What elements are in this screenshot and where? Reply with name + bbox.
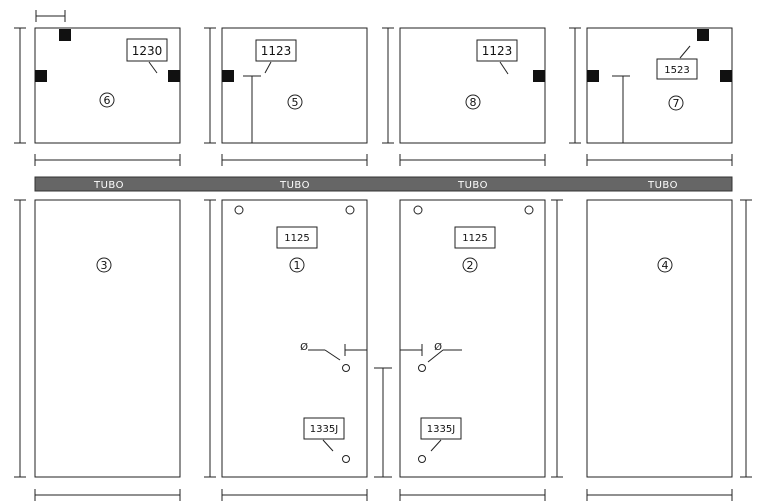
panel-number: 7 (673, 97, 680, 110)
code-label-box (476, 39, 518, 62)
panel-number-circle (657, 257, 673, 273)
panel-7: 1523 7 (586, 27, 733, 144)
panel-8: 1123 8 (399, 27, 546, 144)
panel-number: 2 (467, 259, 474, 272)
hinge-left-marker (587, 70, 599, 82)
hinge-left-marker (35, 70, 47, 82)
mount-hole (345, 205, 355, 215)
mount-hole (524, 205, 534, 215)
hinge-right-marker (168, 70, 180, 82)
code-label: 1123 (482, 44, 513, 58)
leader-line (264, 61, 272, 74)
bottom-row-dimensions (14, 199, 752, 501)
code-label-box (656, 58, 698, 80)
leader-line (499, 61, 509, 75)
panel-5: 1123 5 (221, 27, 368, 144)
tubo-label: TUBO (647, 180, 678, 191)
mount-hole (234, 205, 244, 215)
panel-number-circle (287, 94, 303, 110)
panel-1: 1125 1 Ø 1335J (221, 199, 368, 478)
panel-3-outline (34, 199, 181, 478)
panel-6: 1230 6 (34, 27, 181, 144)
panel-number-circle (99, 92, 115, 108)
top-row-dimensions (14, 10, 733, 166)
code-label: 1123 (261, 44, 292, 58)
code-label-box (420, 417, 462, 440)
code-label: 1125 (284, 233, 309, 244)
leader-line (324, 349, 341, 361)
code-label-box (303, 417, 345, 440)
code-label: 1523 (664, 65, 689, 76)
leader-line (430, 439, 442, 452)
panel-number: 1 (294, 259, 301, 272)
code-label: 1335J (427, 424, 455, 435)
panel-7-outline (586, 27, 733, 144)
panel-8-outline (399, 27, 546, 144)
panel-number-circle (668, 95, 684, 111)
drill-hole (418, 455, 426, 463)
hinge-top-marker (59, 29, 71, 41)
tubo-label: TUBO (93, 180, 124, 191)
leader-line (148, 61, 158, 74)
panel-number: 4 (662, 259, 669, 272)
panel-number-circle (289, 257, 305, 273)
mount-hole (413, 205, 423, 215)
panel-number-circle (96, 257, 112, 273)
diameter-symbol: Ø (434, 341, 442, 353)
hinge-top-marker (697, 29, 709, 41)
diameter-symbol: Ø (300, 341, 308, 353)
panel-number: 3 (101, 259, 108, 272)
tubo-rail (34, 176, 733, 192)
code-label-box (276, 226, 318, 249)
tubo-bar: TUBO TUBO TUBO TUBO (34, 176, 733, 192)
code-label: 1125 (462, 233, 487, 244)
code-label: 1335J (310, 424, 338, 435)
leader-line (679, 45, 691, 59)
code-label-box (454, 226, 496, 249)
hinge-left-marker (222, 70, 234, 82)
drill-hole (418, 364, 426, 372)
panel-number: 5 (292, 96, 299, 109)
panel-number-circle (462, 257, 478, 273)
panel-4-outline (586, 199, 733, 478)
leader-line (427, 349, 444, 363)
hinge-right-marker (720, 70, 732, 82)
tubo-label: TUBO (457, 180, 488, 191)
panel-3: 3 (34, 199, 181, 478)
panel-2: 1125 2 Ø 1335J (399, 199, 546, 478)
panel-number: 6 (104, 94, 111, 107)
leader-line (322, 439, 334, 452)
panel-number-circle (465, 94, 481, 110)
drill-hole (342, 455, 350, 463)
panel-number: 8 (470, 96, 477, 109)
hinge-right-marker (533, 70, 545, 82)
code-label-box (126, 38, 168, 62)
tubo-label: TUBO (279, 180, 310, 191)
code-label-box (255, 39, 297, 62)
drill-hole (342, 364, 350, 372)
panel-4: 4 (586, 199, 733, 478)
code-label: 1230 (132, 44, 163, 58)
